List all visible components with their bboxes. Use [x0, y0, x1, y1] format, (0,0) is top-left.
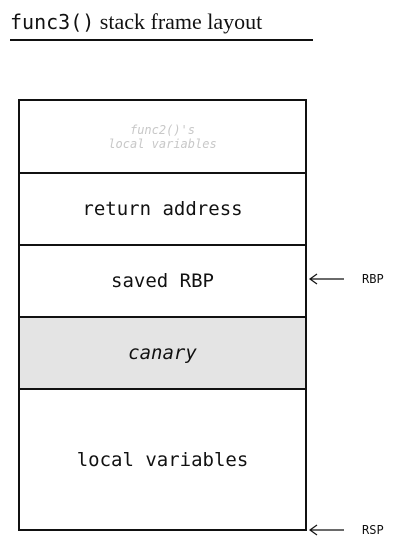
- local-variables-label: local variables: [76, 448, 249, 471]
- stack-frame: func2()'s local variables return address…: [18, 99, 307, 531]
- rsp-arrow-icon: [308, 524, 344, 536]
- title-text: stack frame layout: [94, 9, 263, 34]
- caller-locals-label-line2: local variables: [108, 136, 217, 151]
- diagram-title: func3() stack frame layout: [10, 8, 262, 36]
- saved-rbp-label: saved RBP: [111, 270, 214, 292]
- rbp-label: RBP: [362, 272, 384, 286]
- caller-locals-label-line1: func2()'s: [129, 122, 196, 137]
- caller-locals-slot: func2()'s local variables: [20, 101, 305, 172]
- rbp-arrow-icon: [308, 273, 344, 285]
- return-address-label: return address: [82, 198, 243, 220]
- rsp-pointer: RSP: [308, 522, 388, 538]
- saved-rbp-slot: saved RBP: [20, 244, 305, 316]
- rbp-pointer: RBP: [308, 271, 388, 287]
- rsp-label: RSP: [362, 523, 384, 537]
- canary-slot: canary: [20, 316, 305, 388]
- title-function-name: func3(): [10, 10, 95, 34]
- title-underline: [10, 39, 313, 41]
- canary-label: canary: [128, 342, 197, 364]
- local-variables-slot: local variables: [20, 388, 305, 529]
- return-address-slot: return address: [20, 172, 305, 244]
